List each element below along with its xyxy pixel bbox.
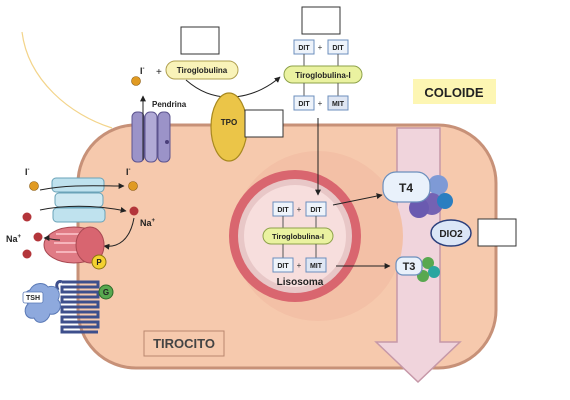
t3-blob-1 [422,257,434,269]
colloid-dit-pair-top: DIT + DIT [293,39,349,66]
blank-box-top-left [180,26,220,55]
phosphate-label: P [96,258,102,267]
coloide-label-box [413,79,496,104]
lyso-tiroglobulina-i-text: Tiroglobulina-I [272,232,324,241]
lyso-dit-pair-top: DIT + DIT [272,201,327,228]
svg-text:+: + [318,99,323,108]
t3-label: T3 [403,261,416,273]
iodide-label-outside: I- [25,167,30,177]
tsh-label-box [22,291,44,304]
svg-text:+: + [297,205,302,214]
iodide-dot-inside [128,181,138,191]
svg-text:DIT: DIT [298,45,310,52]
svg-text:DIT: DIT [310,207,322,214]
coloide-label: COLOIDE [424,85,484,100]
svg-text:DIT: DIT [277,263,289,270]
tpo-label: TPO [221,118,237,127]
tiroglobulina-pill [165,60,239,80]
iodide-dot-top [131,76,141,86]
tirocito-label-box [143,330,225,357]
blank-box-dio2 [477,218,517,247]
nis-sodium-arrow [39,205,127,213]
t4-blob-1 [428,175,448,195]
sodium-dot-outside-1 [22,212,32,222]
na-k-atpase [43,226,105,264]
t4-blob-3 [409,198,429,218]
svg-text:MIT: MIT [332,101,345,108]
atpase-sodium-out-arrow [43,235,61,242]
g-protein-label: G [103,288,109,297]
background-curve [21,31,113,129]
svg-text:MIT: MIT [310,263,323,270]
arrow-to-t4 [332,193,383,206]
svg-text:+: + [318,43,323,52]
phosphate-circle [91,254,107,270]
sodium-pump-arrow [103,217,135,250]
pendrina-label: Pendrina [152,100,187,109]
sodium-dot-outside-2 [33,232,43,242]
plus-sign-top: + [156,67,162,78]
colloid-tiroglobulina-i-text: Tiroglobulina-I [295,71,350,80]
tirocito-label: TIROCITO [153,336,215,351]
tsh-label: TSH [26,295,40,302]
g-protein-circle [98,284,114,300]
sodium-dot-outside-3 [22,249,32,259]
iodination-arrow [185,76,281,98]
dio2-enzyme [430,219,472,247]
t4-label: T4 [399,181,413,195]
svg-text:DIT: DIT [298,101,310,108]
t4-badge [382,171,431,203]
svg-text:DIT: DIT [332,45,344,52]
t4-blob-4 [437,193,453,209]
tpo-enzyme [210,92,248,162]
nis-transporter [51,177,106,223]
t3-badge [395,256,423,276]
iodide-label-top: I- [140,66,145,76]
tiroglobulina-text: Tiroglobulina [177,66,228,75]
colloid-tiroglobulina-i [283,65,363,84]
sodium-label-outside: Na+ [6,234,22,244]
blank-box-top-right [301,6,341,35]
svg-text:+: + [297,261,302,270]
colloid-dit-mit-pair: DIT + MIT [293,83,349,111]
lyso-tiroglobulina-i [262,227,334,245]
t3-blob-2 [428,266,440,278]
iodide-label-inside: I- [126,167,131,177]
sodium-dot-inside [129,206,139,216]
dio2-label: DIO2 [439,229,463,240]
lyso-dit-mit-pair: DIT + MIT [272,244,327,273]
pendrina-transporter [131,111,171,163]
lisosoma-label: Lisosoma [277,277,324,288]
sodium-label-inside: Na+ [140,218,156,228]
nis-iodide-arrow [39,182,125,191]
blank-box-tpo [244,109,284,138]
iodide-dot-outside [29,181,39,191]
svg-text:DIT: DIT [277,207,289,214]
